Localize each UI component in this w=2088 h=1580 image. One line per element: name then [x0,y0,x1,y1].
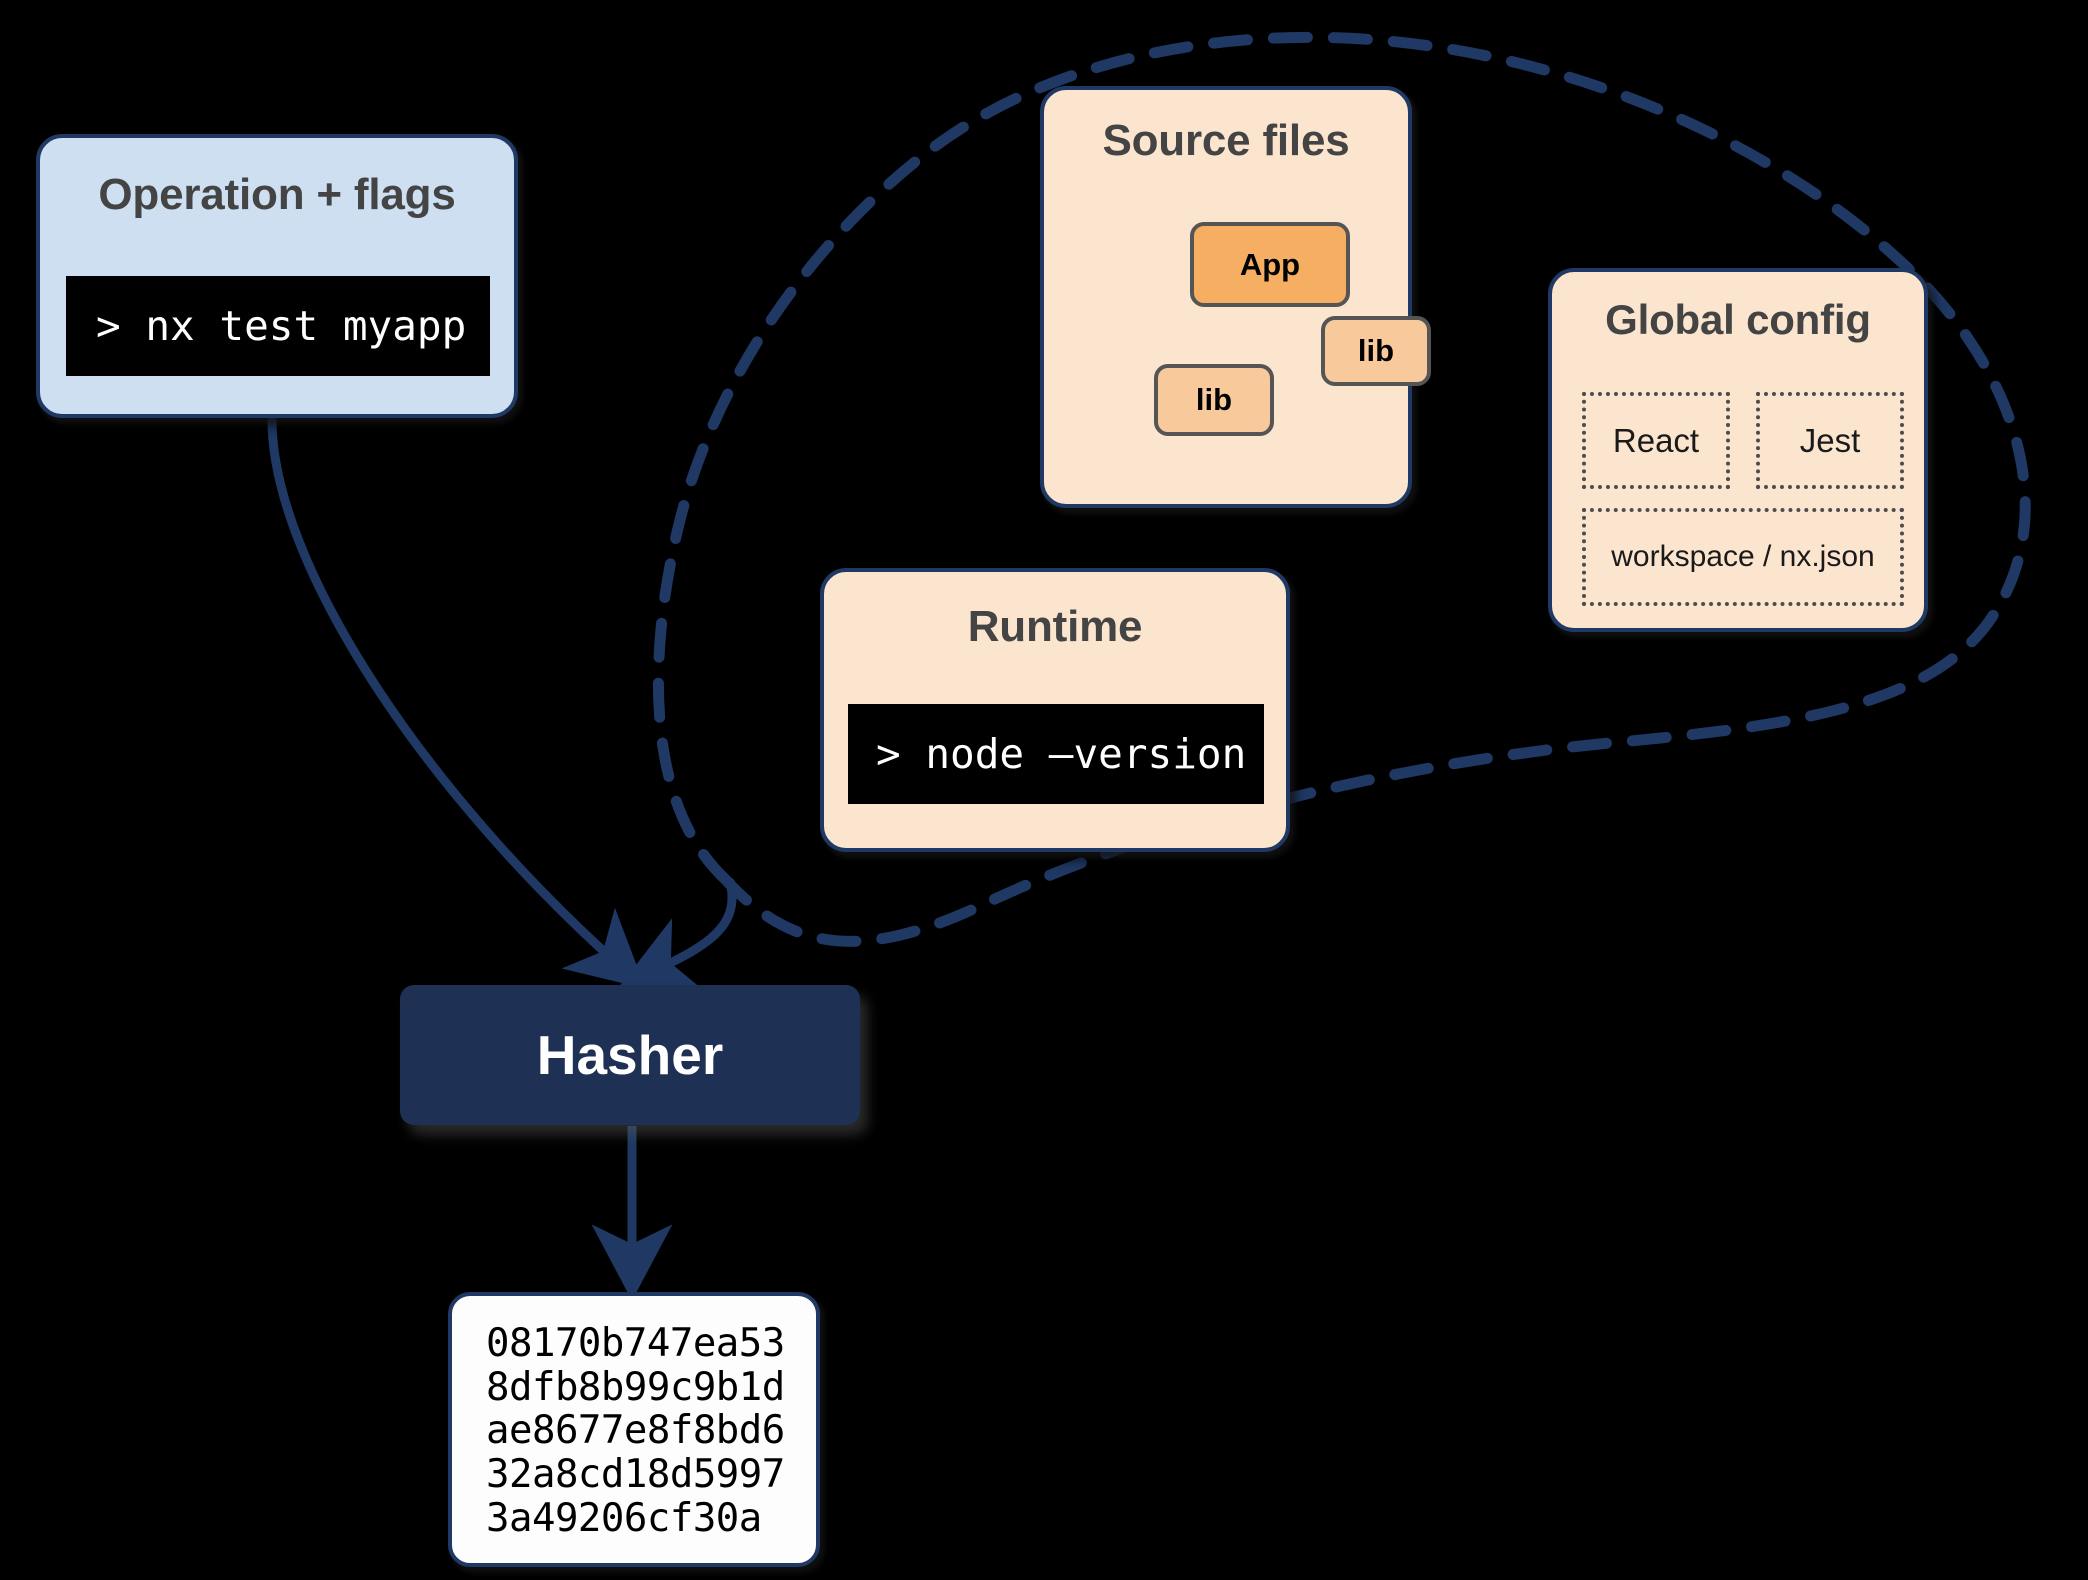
global-config-title: Global config [1605,296,1871,343]
hash-output-value: 08170b747ea53 8dfb8b99c9b1d ae8677e8f8bd… [486,1321,785,1541]
global-config-item-react[interactable]: React [1582,392,1730,489]
source-node-app[interactable]: App [1190,222,1350,307]
source-files-card: Source files App lib lib [1040,86,1431,508]
source-files-title: Source files [1102,116,1350,165]
runtime-title: Runtime [967,602,1143,651]
source-node-lib-2[interactable]: lib [1321,316,1431,386]
global-config-item-jest[interactable]: Jest [1756,392,1904,489]
global-config-card: Global config React Jest workspace / nx.… [1548,268,1928,632]
runtime-card: Runtime > node –version [820,568,1290,852]
edge-inputs-to-hasher [619,877,737,992]
source-node-lib-1[interactable]: lib [1154,364,1274,436]
runtime-terminal: > node –version [848,704,1264,804]
operation-flags-card: Operation + flags > nx test myapp [36,134,518,418]
global-config-item-workspace[interactable]: workspace / nx.json [1582,508,1904,606]
hash-output-card: 08170b747ea53 8dfb8b99c9b1d ae8677e8f8bd… [448,1292,820,1567]
source-files-graph: App lib lib [1044,90,1431,512]
edge-operation-to-hasher [267,415,646,989]
hasher-node[interactable]: Hasher [400,985,860,1125]
operation-terminal: > nx test myapp [66,276,490,376]
operation-flags-title: Operation + flags [98,170,456,219]
